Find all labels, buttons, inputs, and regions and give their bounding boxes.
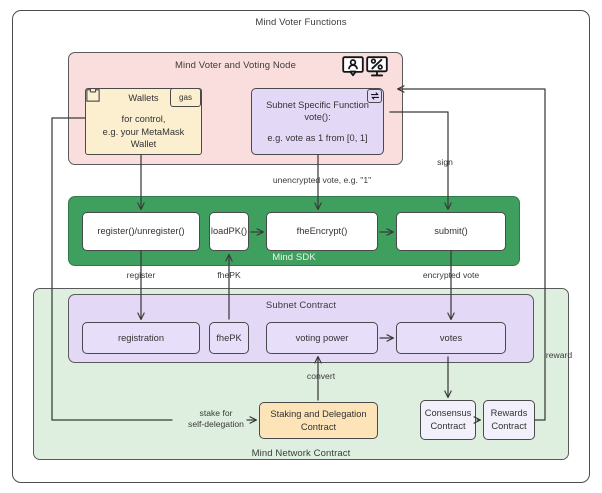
swap-arrows-icon	[367, 89, 382, 103]
clipboard-icon	[86, 87, 100, 107]
person-speech-bubble-icon	[342, 56, 364, 78]
node-subnet-function-title: Subnet Specific Function vote():	[266, 99, 369, 123]
edge-label-unencrypted-vote: unencrypted vote, e.g. "1"	[272, 175, 372, 185]
voter-node-group-title: Mind Voter and Voting Node	[175, 60, 296, 71]
network-group-title: Mind Network Contract	[251, 448, 351, 459]
subnet-group-title: Subnet Contract	[265, 300, 337, 311]
edge-label-reward: reward	[545, 350, 573, 360]
edge-label-encrypted-vote: encrypted vote	[422, 270, 480, 280]
node-wallets-title: Wallets	[128, 93, 159, 104]
edge-label-sign: sign	[437, 157, 453, 167]
edge-label-stake-for-self-delegation: stake for self-delegation	[188, 408, 244, 429]
node-registration[interactable]: registration	[82, 322, 200, 354]
voter-node-icons	[342, 56, 388, 78]
node-fheencrypt[interactable]: fheEncrypt()	[266, 212, 378, 251]
node-register-unregister[interactable]: register()/unregister()	[82, 212, 200, 251]
node-voting-power[interactable]: voting power	[266, 322, 378, 354]
node-staking-and-delegation-contract[interactable]: Staking and Delegation Contract	[259, 402, 378, 439]
node-subnet-function-body: e.g. vote as 1 from [0, 1]	[267, 132, 368, 143]
node-wallets-body: for control, e.g. your MetaMask Wallet	[102, 113, 185, 150]
node-votes[interactable]: votes	[396, 322, 506, 354]
sdk-group-title: Mind SDK	[272, 252, 316, 263]
node-subnet-specific-function[interactable]: Subnet Specific Function vote(): e.g. vo…	[251, 88, 384, 155]
node-submit[interactable]: submit()	[396, 212, 506, 251]
percent-monitor-icon	[366, 56, 388, 78]
edge-label-register: register	[126, 270, 156, 280]
outer-group-title: Mind Voter Functions	[255, 17, 347, 28]
node-wallets-gas-tag: gas	[170, 88, 201, 107]
edge-label-fhepk: fhePK	[217, 270, 241, 280]
node-consensus-contract[interactable]: Consensus Contract	[420, 400, 476, 440]
edge-label-convert: convert	[306, 371, 336, 381]
node-loadpk[interactable]: loadPK()	[209, 212, 249, 251]
node-fhepk[interactable]: fhePK	[209, 322, 249, 354]
node-rewards-contract[interactable]: Rewards Contract	[483, 400, 535, 440]
